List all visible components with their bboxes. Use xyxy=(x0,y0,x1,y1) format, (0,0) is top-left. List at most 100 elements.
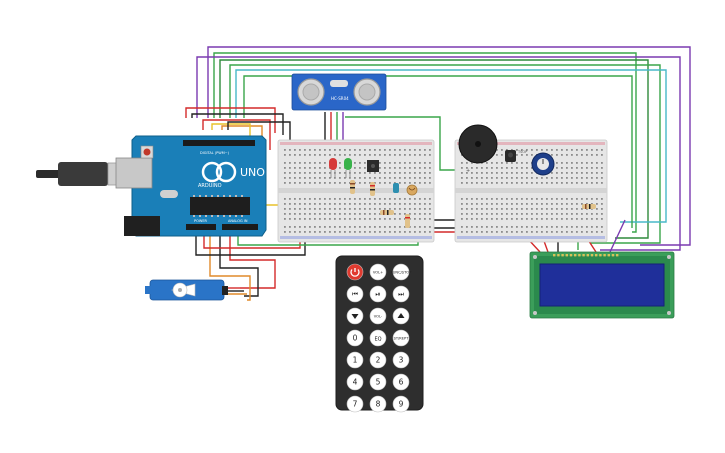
remote-button-label: VOL- xyxy=(374,315,383,319)
piezo-buzzer[interactable]: + xyxy=(458,124,498,174)
remote-button[interactable]: EQ xyxy=(369,329,387,347)
led-red[interactable] xyxy=(329,158,337,178)
remote-button[interactable]: 7 xyxy=(346,395,364,413)
power-jack xyxy=(124,216,160,236)
remote-button-label: FUNC/STOP xyxy=(391,271,412,275)
wire-servo-red xyxy=(229,230,276,289)
wire-red-2 xyxy=(202,119,271,150)
resistor-5[interactable] xyxy=(582,204,596,209)
play-pause-icon: ⏯ xyxy=(375,290,380,298)
digital-header-label: DIGITAL (PWM~) xyxy=(200,151,230,155)
remote-button-label: ST/REPT xyxy=(394,337,410,341)
breadboard-left[interactable] xyxy=(277,139,435,243)
ir-remote[interactable]: VOL+ FUNC/STOP ⏮ ⏯ ⏭ VOL- 0 EQ ST/REPT 1 2 3 4 5 6 7 8 9 xyxy=(335,255,424,413)
chip-pins xyxy=(193,195,243,217)
arrow-up-icon xyxy=(397,313,405,318)
wire-red-sensor xyxy=(185,107,276,133)
capacitor[interactable] xyxy=(393,183,399,193)
remote-button[interactable] xyxy=(346,307,364,325)
wire-purple-top xyxy=(207,46,691,246)
wire-darkgreen-top xyxy=(219,59,649,239)
reset-button-cap xyxy=(143,148,151,156)
remote-button[interactable]: 6 xyxy=(392,373,410,391)
remote-button[interactable]: 3 xyxy=(392,351,410,369)
analog-header-label: ANALOG IN xyxy=(228,219,248,223)
lcd-screen xyxy=(539,263,665,307)
remote-button-grid: VOL+ FUNC/STOP ⏮ ⏯ ⏭ VOL- 0 EQ ST/REPT 1 2 3 4 5 6 7 8 9 xyxy=(346,263,412,413)
servo-motor[interactable] xyxy=(145,279,247,301)
crystal xyxy=(160,190,178,198)
sensor-crystal xyxy=(330,80,348,87)
breadboard-left-holes xyxy=(284,149,431,233)
remote-button-label: 5 xyxy=(376,378,381,387)
analog-pin-header[interactable] xyxy=(222,224,258,230)
wire-servo-orange xyxy=(209,230,251,301)
photoresistor[interactable] xyxy=(406,184,418,196)
ir-receiver[interactable]: TSOP xyxy=(505,150,527,162)
microcontroller-chip xyxy=(190,197,250,215)
breadboard-right[interactable] xyxy=(454,139,608,243)
remote-button[interactable]: 8 xyxy=(369,395,387,413)
arduino-logo-icon xyxy=(201,161,223,183)
buzzer-plus-icon: + xyxy=(466,168,470,174)
wire-bottom-red xyxy=(203,230,301,249)
arduino-uno[interactable]: UNO ARDUINO DIGITAL (PWM~) POWER ANALOG … xyxy=(115,135,267,237)
wire-purple-2 xyxy=(196,56,681,251)
remote-button-label: VOL+ xyxy=(373,271,383,275)
wire-green-2 xyxy=(229,64,661,244)
lcd-pin-header xyxy=(553,254,619,257)
remote-button-label: 7 xyxy=(353,400,358,409)
arduino-model-label: UNO xyxy=(240,166,265,179)
power-header-label: POWER xyxy=(194,219,208,223)
resistor-1[interactable] xyxy=(350,180,355,194)
arduino-brand-label: ARDUINO xyxy=(198,183,222,189)
resistor-4[interactable] xyxy=(405,214,410,228)
remote-button[interactable]: 1 xyxy=(346,351,364,369)
remote-button[interactable]: ⏭ xyxy=(392,285,410,303)
remote-button[interactable]: 5 xyxy=(369,373,387,391)
digital-header[interactable] xyxy=(183,140,255,146)
remote-button-label: 0 xyxy=(353,334,358,343)
remote-button[interactable]: 4 xyxy=(346,373,364,391)
remote-button[interactable]: ⏮ xyxy=(346,285,364,303)
ir-sensor-label: TSOP xyxy=(517,150,527,154)
remote-button[interactable]: 0 xyxy=(346,329,364,347)
ultrasonic-sensor[interactable]: HC-SR04 xyxy=(291,73,387,111)
remote-button[interactable]: FUNC/STOP xyxy=(391,263,412,281)
remote-button-label: 9 xyxy=(399,400,404,409)
resistor-2[interactable] xyxy=(370,182,375,196)
ic-chip[interactable] xyxy=(367,160,379,172)
wire-layer xyxy=(185,46,691,301)
remote-button[interactable]: VOL- xyxy=(369,307,387,325)
remote-button-label: EQ xyxy=(374,337,381,343)
lcd-display[interactable] xyxy=(529,251,675,319)
remote-button[interactable]: 2 xyxy=(369,351,387,369)
remote-button[interactable]: 9 xyxy=(392,395,410,413)
wire-bottom-black xyxy=(195,230,306,256)
power-pin-header[interactable] xyxy=(186,224,216,230)
resistor-3[interactable] xyxy=(380,210,394,215)
wire-black-2 xyxy=(227,121,291,150)
ultrasonic-label: HC-SR04 xyxy=(331,96,349,101)
prev-icon: ⏮ xyxy=(352,290,358,298)
wire-green-3 xyxy=(243,75,633,228)
potentiometer[interactable] xyxy=(531,152,555,176)
wire-lcd-purple xyxy=(609,219,626,253)
remote-button[interactable]: VOL+ xyxy=(369,263,387,281)
remote-button-label: 2 xyxy=(376,356,381,365)
next-icon: ⏭ xyxy=(398,290,404,298)
wire-black-sensor xyxy=(191,113,284,135)
arrow-down-icon xyxy=(351,314,359,319)
remote-button-label: 6 xyxy=(399,378,404,387)
remote-button[interactable] xyxy=(392,307,410,325)
remote-button-label: 1 xyxy=(353,356,358,365)
remote-power-button[interactable] xyxy=(346,263,364,281)
wire-buzzer-green xyxy=(345,116,462,171)
usb-port xyxy=(115,157,153,189)
remote-button[interactable]: ⏯ xyxy=(369,285,387,303)
remote-button[interactable]: ST/REPT xyxy=(392,329,410,347)
remote-button-label: 4 xyxy=(353,378,358,387)
wire-cyan-top xyxy=(235,69,667,223)
led-green[interactable] xyxy=(344,158,352,178)
